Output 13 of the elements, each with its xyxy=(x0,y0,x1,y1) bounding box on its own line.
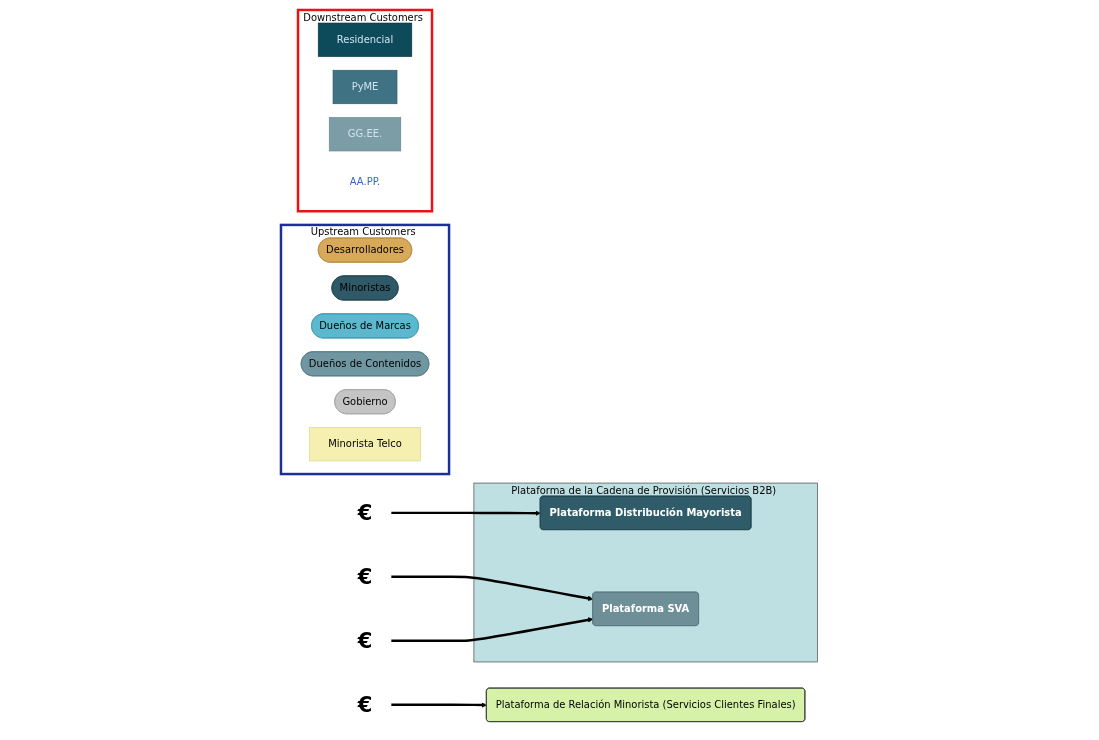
arrow xyxy=(391,575,594,602)
node-box: Minorista Telco xyxy=(309,427,422,462)
node-box: PyME xyxy=(333,69,398,105)
node-text: € xyxy=(358,500,373,525)
node-box: GG.EE. xyxy=(329,117,402,152)
node-text: € xyxy=(358,692,373,717)
arrow xyxy=(391,510,542,516)
node-text: € xyxy=(358,564,373,589)
arrow xyxy=(391,702,488,708)
node-box: Residencial xyxy=(318,22,413,57)
node-text: AA.PP. xyxy=(350,175,381,188)
node-text: € xyxy=(358,628,373,653)
arrow xyxy=(391,617,594,643)
